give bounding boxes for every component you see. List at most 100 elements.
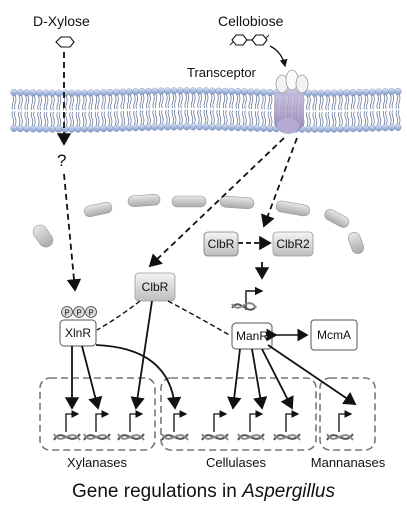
lipid-tail: [148, 110, 151, 125]
lipid-tail: [321, 111, 324, 127]
xylanases-label: Xylanases: [67, 455, 127, 470]
lipid-head-icon: [138, 124, 146, 132]
lipid-head-icon: [234, 124, 242, 132]
lipid-tail: [257, 95, 260, 110]
lipid-tail: [46, 95, 49, 111]
lipid-tail: [122, 94, 126, 110]
xylanase-gene-icon: [53, 410, 81, 441]
lipid-tail: [244, 94, 247, 110]
lipid-tail: [33, 95, 36, 111]
lipid-head-icon: [368, 124, 376, 132]
lipid-tail: [270, 95, 273, 110]
lipid-tail: [126, 110, 130, 126]
lipid-head-icon: [93, 89, 101, 97]
lipid-tail: [206, 93, 209, 109]
lipid-tail: [18, 95, 21, 110]
lipid-tail: [350, 111, 354, 126]
lipid-head-icon: [240, 124, 248, 132]
lipid-tail: [327, 111, 330, 127]
lipid-tail: [142, 94, 145, 109]
lipid-tail: [225, 110, 228, 125]
lipid-tail: [306, 96, 309, 111]
lipid-tail: [263, 95, 266, 110]
lipid-tail: [357, 95, 360, 110]
lipid-tail: [395, 110, 398, 125]
lipid-tail: [82, 95, 85, 111]
lipid-tail: [152, 94, 155, 109]
mannanases-label: Mannanases: [311, 455, 386, 470]
lipid-head-icon: [144, 123, 152, 131]
lipid-tail: [270, 111, 273, 126]
lipid-head-icon: [336, 125, 344, 133]
mannanase-gene-icon: [326, 410, 354, 441]
lipid-head-icon: [87, 125, 95, 133]
lipid-tail: [161, 93, 164, 109]
lipid-tail: [212, 109, 215, 125]
lipid-tail: [325, 111, 328, 127]
lipid-head-icon: [80, 125, 88, 133]
lipid-head-icon: [80, 89, 88, 97]
lipid-head-icon: [36, 89, 44, 97]
lipid-tail: [180, 109, 183, 124]
lipid-tail: [212, 93, 215, 109]
xlnr-to-xylanase-gene-2: [81, 345, 103, 410]
lipid-tail: [353, 111, 356, 126]
lipid-head-icon: [42, 125, 50, 133]
lipid-head-icon: [23, 89, 31, 97]
lipid-head-icon: [170, 123, 178, 131]
manr-to-cellulase-gene-3: [251, 348, 268, 410]
lipid-tail: [56, 96, 59, 111]
lipid-tail: [90, 95, 94, 111]
transceptor-protein: [274, 69, 309, 134]
lipid-tail: [133, 110, 136, 125]
lipid-head-icon: [112, 88, 120, 96]
lipid-head-icon: [106, 88, 114, 96]
lipid-head-icon: [10, 88, 18, 96]
lipid-tail: [314, 111, 318, 127]
figure-caption: Gene regulations in Aspergillus: [0, 481, 407, 503]
lipid-tail: [65, 111, 68, 127]
xylanases-gene-group: [39, 377, 156, 451]
lipid-tail: [398, 94, 401, 109]
lipid-tail: [203, 109, 206, 125]
lipid-head-icon: [61, 89, 69, 97]
lipid-tail: [225, 94, 228, 109]
lipid-tail: [103, 111, 106, 126]
clbr-nuclear-node: ClbR: [203, 231, 239, 257]
transceptor-to-clbr2-arrow: [261, 137, 298, 228]
lipid-tail: [331, 95, 334, 111]
manr-node: ManR: [231, 322, 273, 350]
caption-prefix: Gene regulations in: [72, 481, 243, 502]
lipid-tail: [165, 93, 168, 109]
mannanases-gene-group: [319, 377, 376, 451]
lipid-tail: [11, 111, 14, 126]
xlnr-label: XlnR: [65, 326, 91, 340]
lipid-tail: [308, 111, 311, 127]
lipid-head-icon: [106, 124, 114, 132]
lipid-tail: [167, 109, 170, 125]
lipid-tail: [376, 94, 379, 110]
lipid-head-icon: [100, 125, 108, 133]
lipid-tail: [261, 95, 264, 110]
lipid-head-icon: [144, 87, 152, 95]
lipid-tail: [171, 93, 174, 109]
lipid-head-icon: [202, 87, 210, 95]
lipid-tail: [75, 95, 78, 111]
lipid-tail: [158, 109, 162, 125]
lipid-tail: [334, 111, 337, 127]
lipid-tail: [391, 110, 394, 125]
lipid-tail: [218, 109, 222, 125]
lipid-head-icon: [221, 123, 229, 131]
lipid-tail: [165, 109, 168, 125]
lipid-head-icon: [260, 124, 268, 132]
lipid-tail: [133, 94, 136, 109]
transceptor-label: Transceptor: [187, 65, 257, 80]
lipid-head-icon: [74, 125, 82, 133]
lipid-tail: [178, 109, 181, 124]
lipid-tail: [174, 93, 177, 109]
lipid-head-icon: [317, 89, 325, 97]
lipid-tail: [101, 111, 104, 126]
lipid-tail: [39, 95, 42, 111]
lipid-head-icon: [157, 87, 165, 95]
lipid-tail: [129, 110, 132, 126]
